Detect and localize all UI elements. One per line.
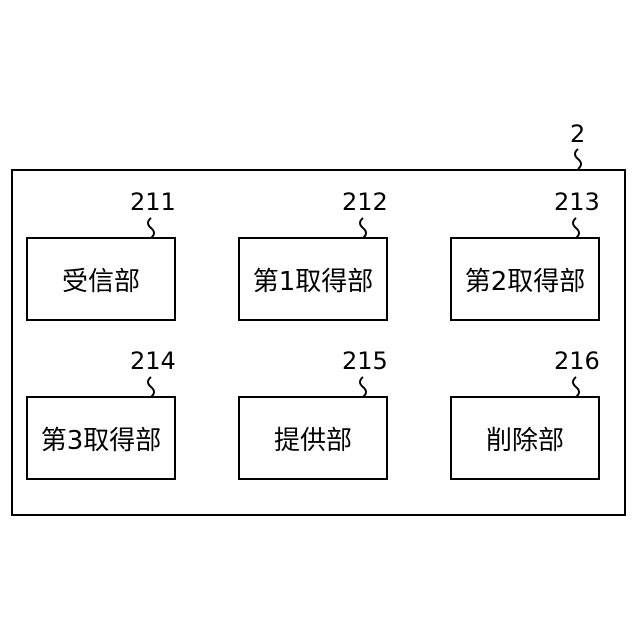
block-216: 削除部 bbox=[450, 396, 600, 480]
block-211: 受信部 bbox=[26, 237, 176, 321]
block-label: 提供部 bbox=[274, 420, 352, 457]
ref-211: 211 bbox=[130, 190, 176, 214]
ref-216: 216 bbox=[554, 349, 600, 373]
block-215: 提供部 bbox=[238, 396, 388, 480]
block-214: 第3取得部 bbox=[26, 396, 176, 480]
leader-212 bbox=[360, 218, 366, 238]
block-label: 第1取得部 bbox=[253, 261, 374, 298]
leader-216 bbox=[573, 377, 579, 397]
leader-215 bbox=[360, 377, 366, 397]
block-label: 第3取得部 bbox=[41, 420, 162, 457]
leader-213 bbox=[573, 218, 579, 238]
leader-214 bbox=[148, 377, 154, 397]
ref-212: 212 bbox=[342, 190, 388, 214]
ref-215: 215 bbox=[342, 349, 388, 373]
leader-2 bbox=[575, 149, 581, 169]
block-label: 受信部 bbox=[62, 261, 140, 298]
block-212: 第1取得部 bbox=[238, 237, 388, 321]
ref-213: 213 bbox=[554, 190, 600, 214]
ref-214: 214 bbox=[130, 349, 176, 373]
ref-2: 2 bbox=[570, 122, 585, 146]
leader-211 bbox=[148, 218, 154, 238]
block-213: 第2取得部 bbox=[450, 237, 600, 321]
block-label: 第2取得部 bbox=[465, 261, 586, 298]
block-label: 削除部 bbox=[486, 420, 564, 457]
